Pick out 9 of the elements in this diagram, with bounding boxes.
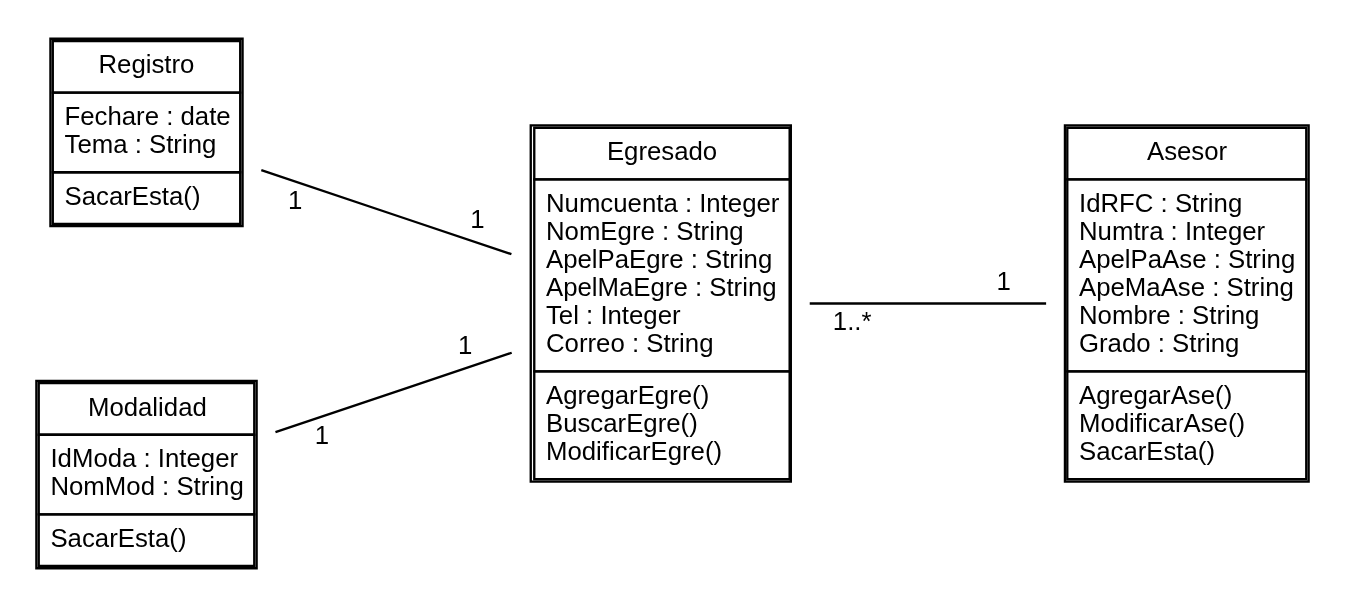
label: 1 [288,185,303,214]
connector [260,168,512,255]
label: 1 [314,420,330,449]
label: 1..* [832,306,872,335]
label: 1 [470,204,485,233]
connector [275,351,513,433]
connector [809,301,1047,305]
label: 1 [457,330,473,359]
label: 1 [996,266,1011,295]
